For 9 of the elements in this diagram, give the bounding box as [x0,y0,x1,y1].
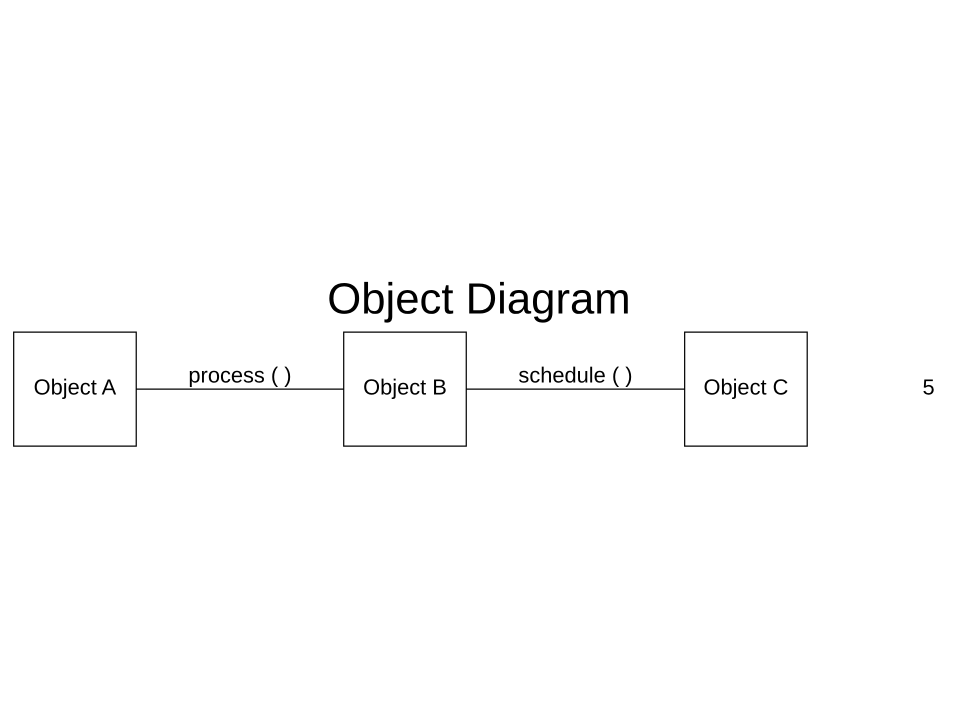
node-box: Object C [684,330,808,446]
node-box: Object A [13,330,137,446]
connector [466,388,685,390]
label: 5 [922,374,935,399]
connector [136,388,344,390]
edge-label: process ( ) [188,362,292,387]
edge-label: schedule ( ) [518,362,632,387]
node-box: Object B [343,330,467,446]
diagram-title: Object Diagram [327,274,631,324]
